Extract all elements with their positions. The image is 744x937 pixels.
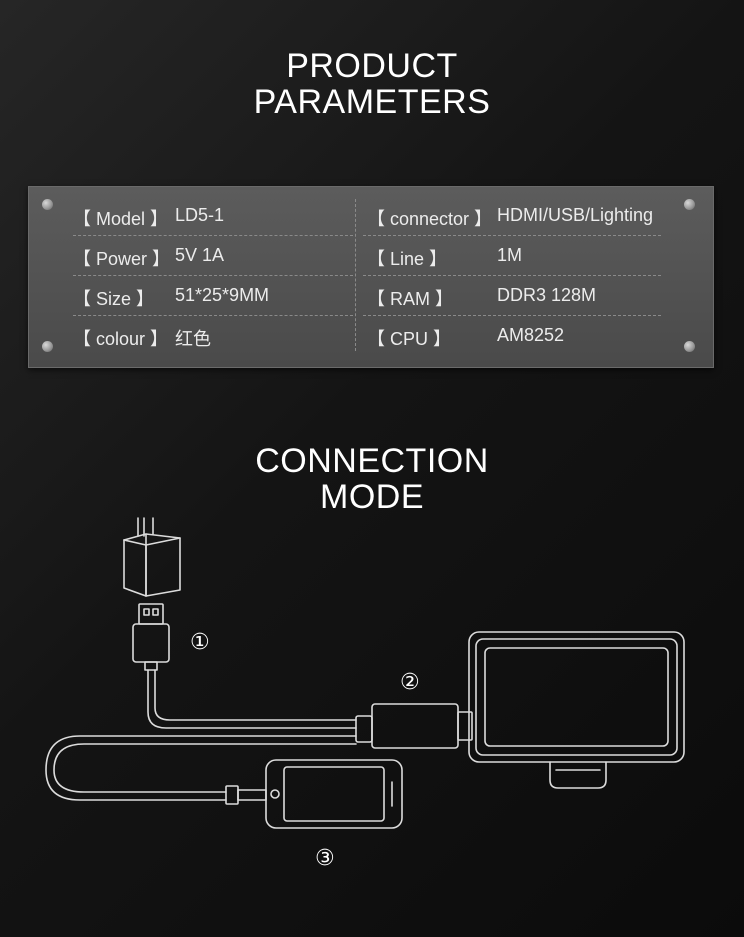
screw-icon	[42, 199, 53, 210]
title-line-2: PARAMETERS	[253, 83, 491, 121]
product-parameters-title: PRODUCT PARAMETERS	[0, 48, 744, 120]
usb-plug-icon	[132, 603, 170, 671]
param-value: LD5-1	[175, 205, 225, 225]
param-value: 红色	[175, 329, 211, 349]
param-model: 【 Model 】 LD5-1	[73, 205, 224, 231]
param-line: 【 Line 】 1M	[367, 245, 522, 271]
row-divider	[363, 235, 661, 236]
param-value: 1M	[497, 245, 523, 265]
param-ram: 【 RAM 】 DDR3 128M	[367, 285, 596, 311]
param-cpu: 【 CPU 】 AM8252	[367, 325, 564, 351]
step-two-label: ②	[400, 670, 420, 695]
title-line-1: CONNECTION	[255, 442, 489, 480]
power-adapter-icon	[123, 517, 181, 597]
title-line-1: PRODUCT	[286, 47, 458, 85]
column-divider	[355, 199, 356, 351]
param-label: 【 Size 】	[73, 289, 155, 309]
param-label: 【 RAM 】	[367, 289, 454, 309]
step-three-label: ③	[315, 846, 335, 871]
param-size: 【 Size 】 51*25*9MM	[73, 285, 269, 311]
param-value: 51*25*9MM	[175, 285, 270, 305]
param-label: 【 colour 】	[73, 329, 169, 349]
parameters-panel: 【 Model 】 LD5-1 【 Power 】 5V 1A 【 Size 】…	[28, 186, 714, 368]
param-label: 【 CPU 】	[367, 329, 452, 349]
param-label: 【 Model 】	[73, 209, 169, 229]
row-divider	[363, 275, 661, 276]
row-divider	[363, 315, 661, 316]
step-one-label: ①	[190, 630, 210, 655]
screw-icon	[42, 341, 53, 352]
param-value: 5V 1A	[175, 245, 225, 265]
param-value: HDMI/USB/Lighting	[497, 205, 654, 225]
screw-icon	[684, 199, 695, 210]
param-label: 【 Power 】	[73, 249, 171, 269]
param-label: 【 Line 】	[367, 249, 448, 269]
smartphone-icon	[265, 759, 403, 829]
monitor-icon	[468, 631, 685, 789]
param-power: 【 Power 】 5V 1A	[73, 245, 224, 271]
param-label: 【 connector 】	[367, 209, 493, 229]
param-value: AM8252	[497, 325, 565, 345]
row-divider	[73, 275, 353, 276]
phone-cable	[45, 735, 357, 805]
title-line-2: MODE	[320, 478, 424, 516]
power-cable	[147, 669, 357, 729]
param-colour: 【 colour 】 红色	[73, 325, 211, 351]
row-divider	[73, 315, 353, 316]
screw-icon	[684, 341, 695, 352]
param-value: DDR3 128M	[497, 285, 597, 305]
connection-mode-title: CONNECTION MODE	[0, 443, 744, 515]
row-divider	[73, 235, 353, 236]
param-connector: 【 connector 】 HDMI/USB/Lighting	[367, 205, 653, 231]
hdmi-dongle-icon	[355, 703, 473, 749]
